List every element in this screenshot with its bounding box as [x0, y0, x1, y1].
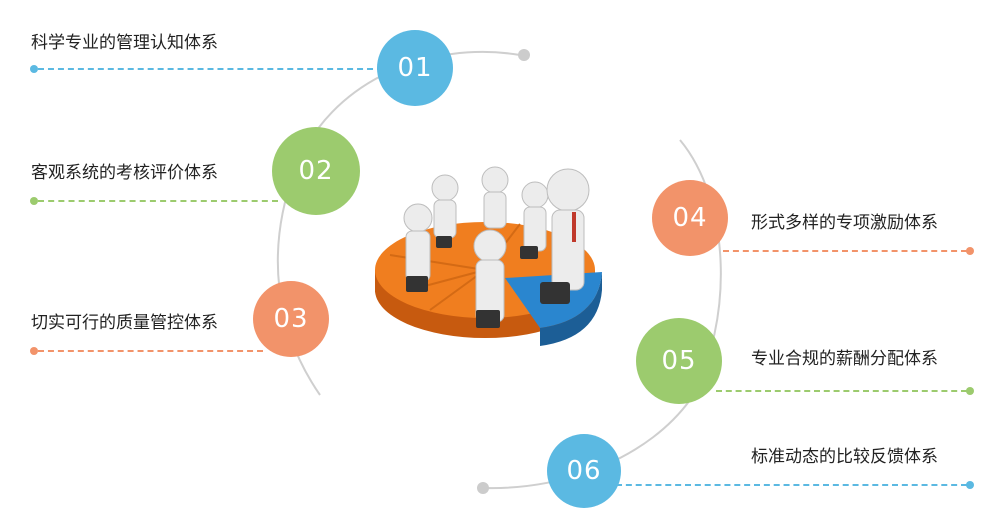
item-04-dot [966, 247, 974, 255]
item-02-dashline [38, 200, 278, 202]
item-04-dashline [723, 250, 967, 252]
item-01-dot [30, 65, 38, 73]
item-04-label: 形式多样的专项激励体系 [751, 213, 938, 233]
item-04-circle: 04 [652, 180, 728, 256]
arc-end-dot-top [518, 49, 530, 61]
item-05-circle: 05 [636, 318, 722, 404]
item-06-label: 标准动态的比较反馈体系 [751, 447, 938, 467]
item-03-label: 切实可行的质量管控体系 [31, 313, 218, 333]
item-05-dashline [716, 390, 967, 392]
item-06-circle: 06 [547, 434, 621, 508]
item-02-dot [30, 197, 38, 205]
item-03-dot [30, 347, 38, 355]
item-05-label: 专业合规的薪酬分配体系 [751, 349, 938, 369]
item-01-dashline [38, 68, 383, 70]
item-03-dashline [38, 350, 263, 352]
item-02-circle: 02 [272, 127, 360, 215]
item-03-circle: 03 [253, 281, 329, 357]
item-01-circle: 01 [377, 30, 453, 106]
item-06-dot [966, 481, 974, 489]
item-05-dot [966, 387, 974, 395]
arc-end-dot-bottom [477, 482, 489, 494]
item-06-dashline [616, 484, 967, 486]
item-02-label: 客观系统的考核评价体系 [31, 163, 218, 183]
team-pie-chart-illustration [375, 166, 602, 346]
item-01-label: 科学专业的管理认知体系 [31, 33, 218, 53]
